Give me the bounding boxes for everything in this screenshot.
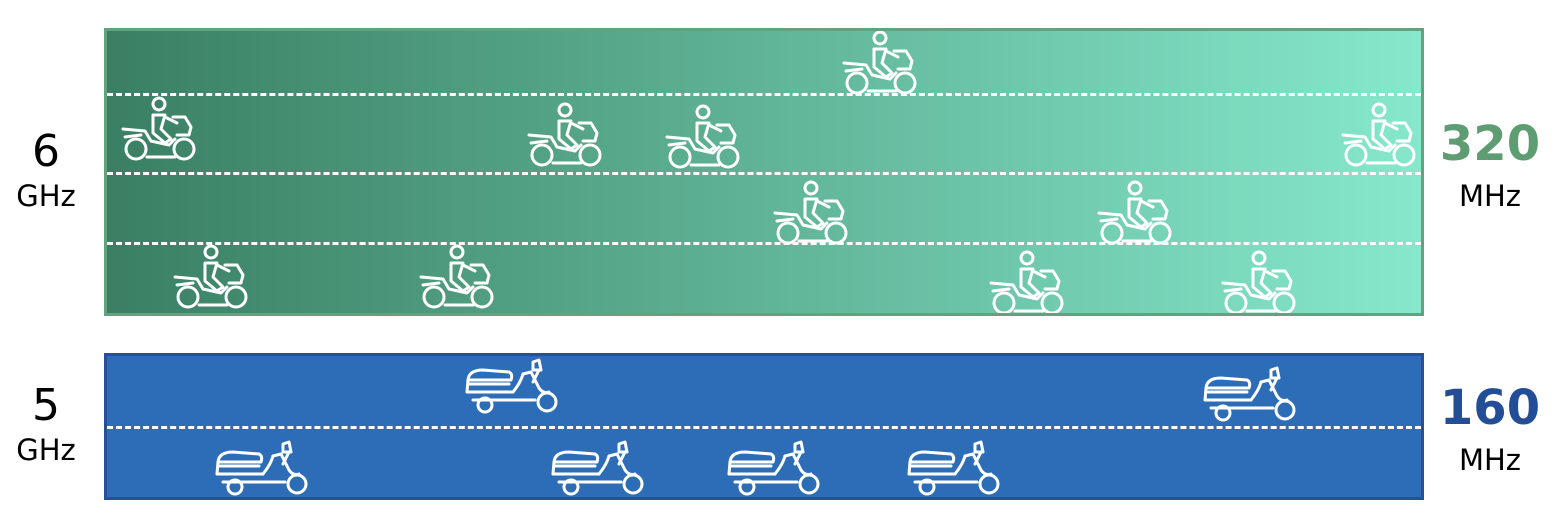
bandwidth-label-6ghz: 320 MHz [1428,120,1552,211]
motorcycle-rider-icon [771,179,851,253]
band-5ghz [104,353,1424,500]
bandwidth-unit: MHz [1458,443,1522,477]
lane-divider [107,426,1421,429]
freq-number: 5 [32,380,60,431]
freq-number: 6 [32,126,60,177]
motorcycle-rider-icon [1095,179,1175,253]
motorcycle-rider-icon [525,101,605,175]
lane-divider [107,242,1421,245]
scooter-icon [725,440,825,500]
bandwidth-value: 160 [1439,380,1541,436]
freq-unit: GHz [16,433,76,467]
motorcycle-rider-icon [171,243,251,316]
band-6ghz [104,28,1424,316]
motorcycle-rider-icon [1339,101,1419,175]
motorcycle-rider-icon [663,103,743,177]
scooter-icon [213,440,313,500]
scooter-icon [1201,366,1301,428]
lane-divider [107,172,1421,175]
scooter-icon [905,440,1005,500]
freq-label-5ghz: 5 GHz [8,384,84,465]
freq-label-6ghz: 6 GHz [8,130,84,211]
scooter-icon [549,440,649,500]
bandwidth-unit: MHz [1458,179,1522,213]
motorcycle-rider-icon [119,95,199,169]
motorcycle-rider-icon [417,243,497,316]
motorcycle-rider-icon [840,29,920,103]
motorcycle-rider-icon [1219,249,1299,316]
motorcycle-rider-icon [987,249,1067,316]
freq-unit: GHz [16,179,76,213]
scooter-icon [463,358,563,420]
bandwidth-value: 320 [1439,116,1541,172]
lane-divider [107,93,1421,96]
bandwidth-label-5ghz: 160 MHz [1428,384,1552,475]
